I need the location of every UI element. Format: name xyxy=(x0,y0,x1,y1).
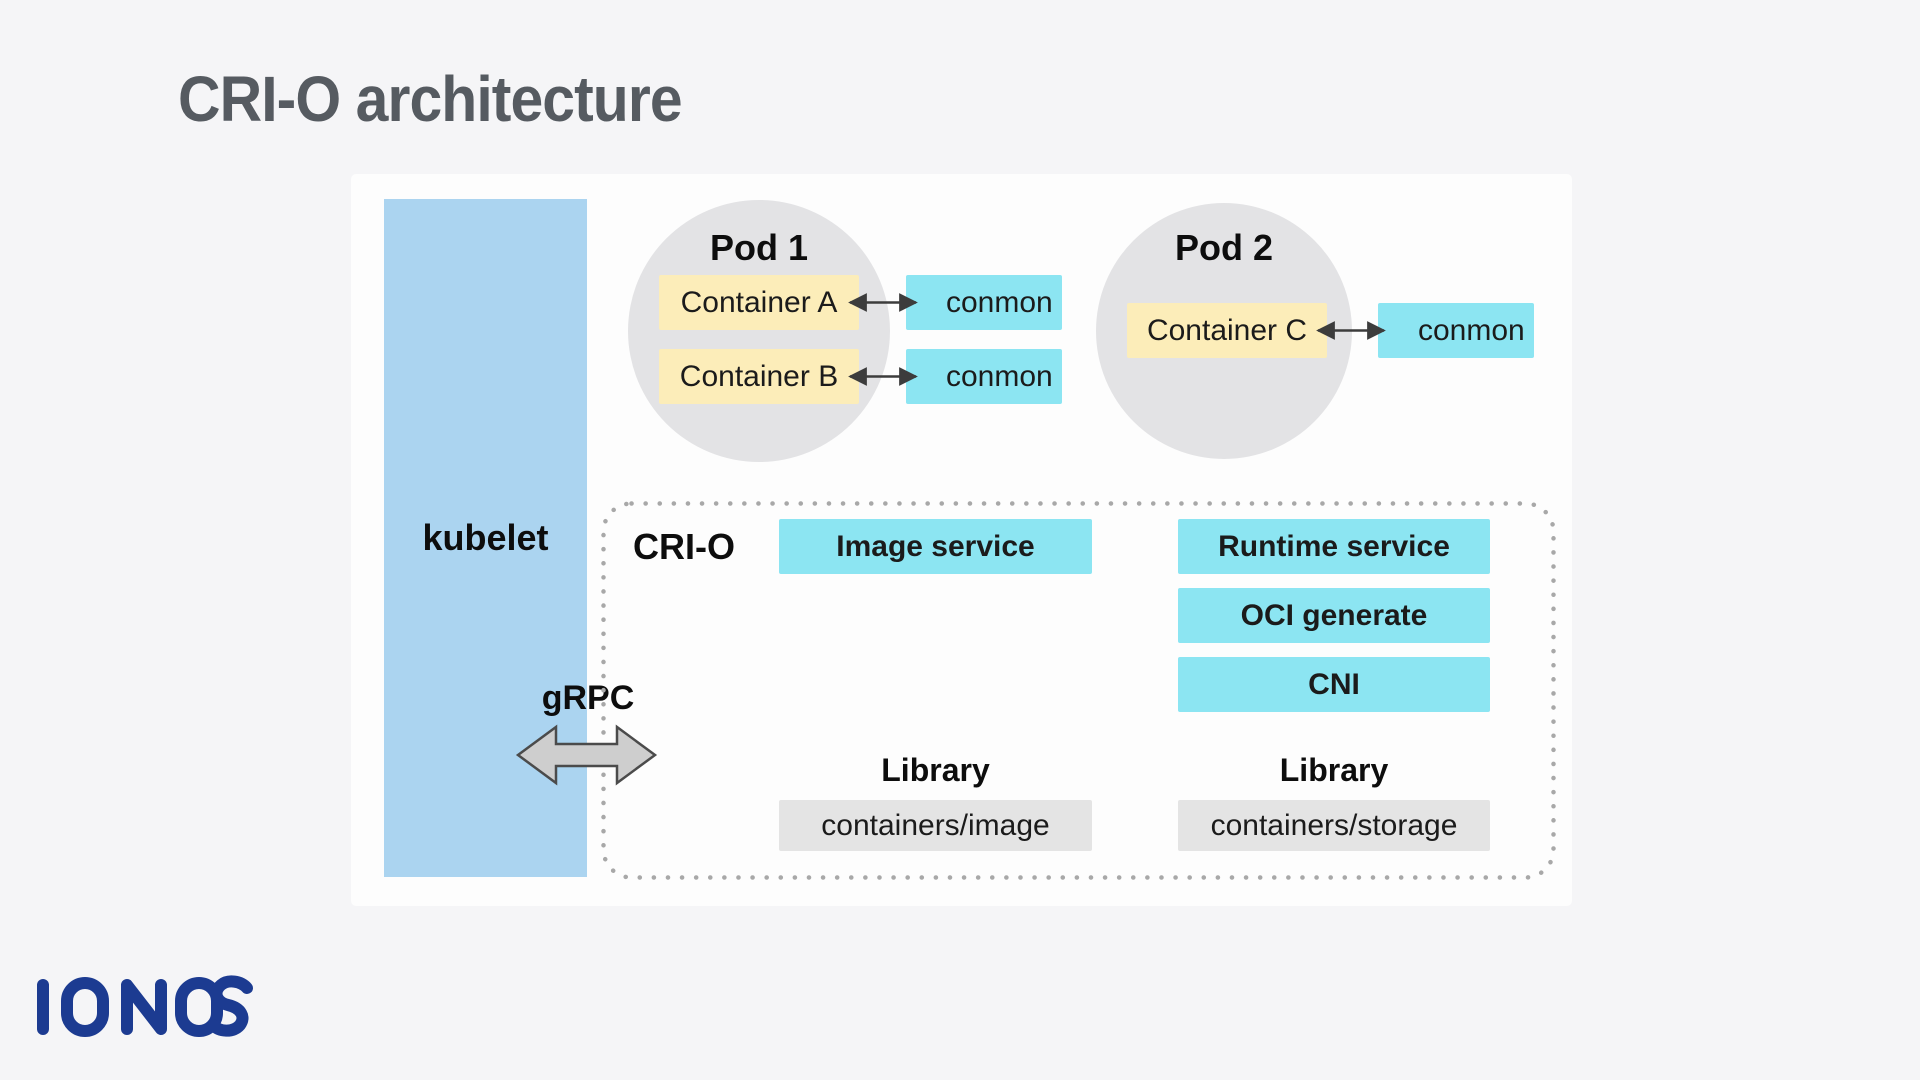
ionos-letter-o2 xyxy=(175,977,223,1037)
ionos-letter-n xyxy=(121,979,167,1035)
kubelet-bar: kubelet xyxy=(384,199,587,877)
ionos-letter-o1 xyxy=(61,977,109,1037)
cni-box: CNI xyxy=(1178,657,1490,712)
diagram-panel: kubelet Pod 1 Pod 2 Container A Containe… xyxy=(351,174,1572,906)
library-title-image: Library xyxy=(881,752,990,788)
container-c-box: Container C xyxy=(1127,303,1327,358)
conmon-box-2: conmon xyxy=(906,349,1062,404)
containers-storage-box: containers/storage xyxy=(1178,800,1490,851)
containers-image-box: containers/image xyxy=(779,800,1092,851)
conmon-box-1: conmon xyxy=(906,275,1062,330)
ionos-letter-s xyxy=(207,975,253,1037)
conmon-box-3: conmon xyxy=(1378,303,1534,358)
page-title: CRI-O architecture xyxy=(178,63,683,135)
pod-1-circle xyxy=(628,200,890,462)
library-title-storage: Library xyxy=(1279,752,1389,788)
pod-2-label: Pod 2 xyxy=(1174,227,1273,268)
oci-generate-box: OCI generate xyxy=(1178,588,1490,643)
grpc-label: gRPC xyxy=(541,679,635,717)
crio-label: CRI-O xyxy=(633,526,735,567)
pod-1-label: Pod 1 xyxy=(709,227,808,268)
ionos-logo xyxy=(37,975,253,1037)
image-service-box: Image service xyxy=(779,519,1092,574)
container-a-box: Container A xyxy=(659,275,859,330)
kubelet-label: kubelet xyxy=(422,517,549,558)
container-b-box: Container B xyxy=(659,349,859,404)
runtime-service-box: Runtime service xyxy=(1178,519,1490,574)
